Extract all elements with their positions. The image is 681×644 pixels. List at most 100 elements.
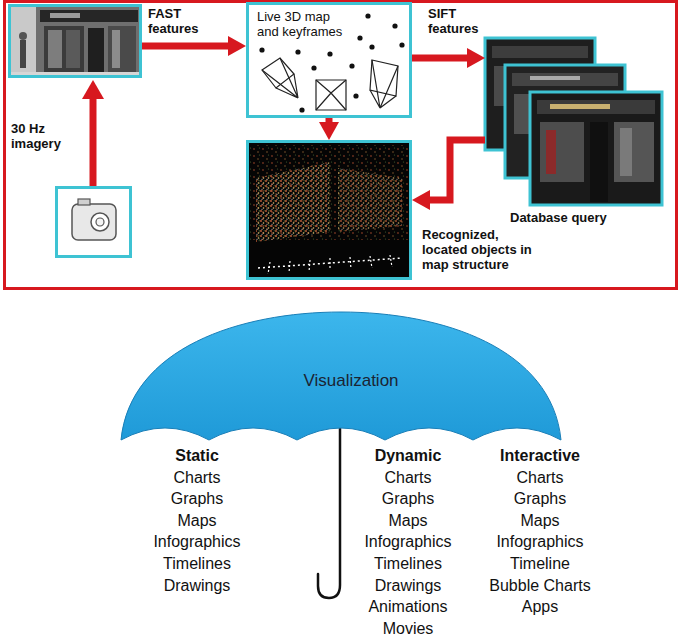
arrow-shaft — [412, 55, 470, 62]
list-item: Drawings — [127, 575, 267, 597]
list-item: Timelines — [348, 553, 468, 575]
map-point — [369, 44, 374, 49]
text-holder: Recognized, located objects in map struc… — [422, 227, 540, 272]
cloud-building — [256, 162, 330, 242]
map-point — [353, 93, 358, 98]
text-holder: Live 3D map and keyframes — [257, 9, 349, 39]
photo-street — [8, 4, 38, 78]
cloud-ground — [246, 140, 412, 280]
map-point — [299, 107, 304, 112]
flow-arrow — [319, 118, 339, 140]
node-label: Live 3D map and keyframes — [257, 9, 349, 39]
flow-arrow — [142, 36, 246, 56]
list-item: Timelines — [127, 553, 267, 575]
keyframe-frustum — [316, 80, 346, 110]
list-item: Bubble Charts — [475, 575, 605, 597]
photo-ground — [8, 4, 142, 78]
arrow-head — [467, 48, 485, 68]
cloud-grid — [268, 255, 392, 274]
database-stack: Database query — [485, 38, 662, 205]
point-cloud-box: Recognized, located objects in map struc… — [246, 140, 412, 280]
umbrella-dome: Visualization — [120, 308, 562, 443]
map-point — [311, 65, 316, 70]
image-window — [614, 122, 654, 182]
node-label: 30 Hz imagery — [11, 121, 73, 151]
cloud-building — [338, 168, 402, 232]
photo-box: 30 Hz imagery — [8, 4, 142, 78]
map-point — [327, 51, 332, 56]
node-label: Database query — [510, 210, 650, 225]
keyframe-frustum — [316, 80, 346, 110]
map-interior — [246, 2, 412, 118]
map-point — [392, 23, 397, 28]
database-images — [485, 38, 662, 205]
photo-sign — [40, 10, 138, 22]
column-heading: Static — [127, 445, 267, 467]
list-column: DynamicChartsGraphsMapsInfographicsTimel… — [348, 445, 468, 639]
list-item: Animations — [348, 596, 468, 618]
camera-lens — [96, 218, 104, 226]
list-item: Infographics — [348, 531, 468, 553]
flow-arrow — [412, 140, 485, 210]
image-sign — [512, 73, 618, 86]
node-label: Recognized, located objects in map struc… — [422, 227, 540, 272]
list-item: Graphs — [475, 488, 605, 510]
image-sign — [492, 46, 588, 58]
photo-window — [44, 26, 84, 72]
column-heading: Interactive — [475, 445, 605, 467]
column-heading: Dynamic — [348, 445, 468, 467]
arrow-head — [82, 80, 104, 99]
map-point — [357, 35, 362, 40]
street-photo — [8, 4, 142, 78]
photo-goods — [66, 30, 80, 68]
image-frame — [530, 92, 662, 205]
node-label: Visualization — [251, 371, 451, 391]
photo-goods — [112, 30, 120, 68]
arrow-head — [228, 36, 246, 56]
keyframe-frustums — [262, 58, 398, 110]
panel-frame — [5, 2, 677, 289]
camera-box — [57, 188, 131, 257]
point-cloud — [246, 140, 412, 280]
label-holder: FAST features — [148, 6, 212, 36]
camera-lens — [91, 213, 109, 231]
camera-body — [72, 204, 116, 240]
photo-person — [20, 40, 26, 68]
arrow-head — [319, 122, 339, 140]
database-image — [530, 92, 662, 205]
map-point — [399, 42, 404, 47]
arrow-shaft — [142, 43, 231, 50]
map-point — [259, 47, 264, 52]
list-item: Movies — [348, 618, 468, 640]
image-sign-strip — [530, 76, 580, 80]
image-door — [590, 122, 608, 202]
list-item: Charts — [127, 467, 267, 489]
list-item: Infographics — [127, 531, 267, 553]
photo-person — [19, 32, 27, 40]
map-ground — [246, 2, 412, 118]
photo-window — [108, 26, 136, 72]
keyframe-frustum — [262, 58, 298, 98]
image-sign — [537, 100, 655, 114]
list-item: Maps — [348, 510, 468, 532]
edge-label: SIFT features — [428, 6, 492, 36]
photo-facade — [36, 4, 142, 78]
text-holder: Database query — [510, 210, 650, 225]
edge-label: FAST features — [148, 6, 212, 36]
list-column: InteractiveChartsGraphsMapsInfographicsT… — [475, 445, 605, 618]
dome-shape — [121, 312, 561, 440]
list-item: Maps — [127, 510, 267, 532]
list-item: Timeline — [475, 553, 605, 575]
map-point — [349, 63, 354, 68]
photo-door — [88, 28, 104, 78]
list-column: StaticChartsGraphsMapsInfographicsTimeli… — [127, 445, 267, 596]
umbrella-handle — [318, 420, 340, 598]
image-sign-strip — [550, 104, 610, 109]
photo-goods — [48, 30, 62, 68]
camera-arrow — [82, 80, 104, 186]
camera-flash — [78, 199, 90, 205]
list-item: Graphs — [127, 488, 267, 510]
keyframe-frustum — [370, 60, 398, 96]
image-window — [540, 122, 584, 182]
camera-frame — [57, 188, 131, 257]
